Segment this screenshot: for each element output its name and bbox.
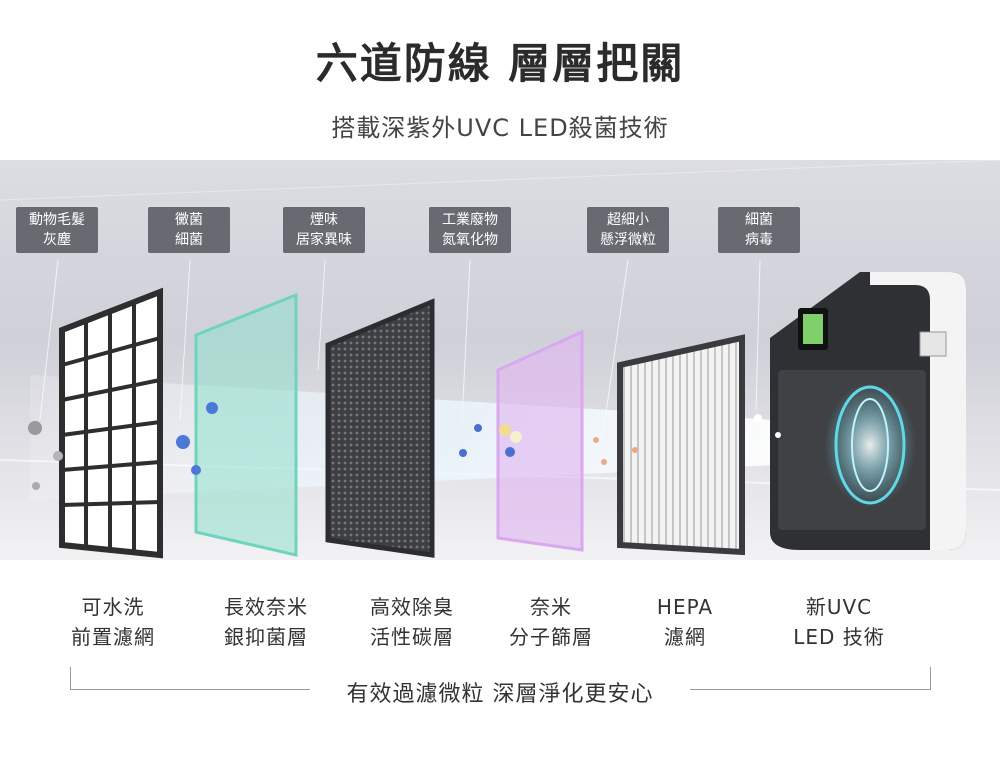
tag-industrial-nox: 工業廢物氮氧化物 bbox=[429, 207, 511, 253]
tag-pet-hair-dust: 動物毛髮灰塵 bbox=[16, 207, 98, 253]
page-subtitle: 搭載深紫外UVC LED殺菌技術 bbox=[331, 114, 669, 142]
silver-layer-graphic bbox=[194, 292, 298, 557]
bracket-left bbox=[70, 667, 71, 690]
tag-guide-lines bbox=[39, 259, 761, 441]
filter-illustration: 動物毛髮灰塵 黴菌細菌 煙味居家異味 工業廢物氮氧化物 超細小懸浮微粒 細菌病毒 bbox=[0, 160, 1000, 560]
tag-fine-particles: 超細小懸浮微粒 bbox=[587, 207, 669, 253]
ceiling-line bbox=[0, 160, 1000, 201]
page-title: 六道防線 層層把關 bbox=[315, 39, 685, 88]
carbon-layer-graphic bbox=[325, 298, 435, 558]
tag-smoke-odor: 煙味居家異味 bbox=[283, 207, 365, 253]
bracket-right bbox=[930, 667, 931, 690]
footer-slogan: 有效過濾微粒 深層淨化更安心 bbox=[346, 682, 654, 707]
pre-filter-graphic bbox=[59, 287, 163, 559]
divider-left bbox=[70, 689, 310, 690]
layer-label-carbon: 高效除臭活性碳層 bbox=[370, 595, 454, 649]
purifier-device-graphic bbox=[770, 272, 966, 550]
layer-label-silver: 長效奈米銀抑菌層 bbox=[224, 595, 308, 649]
particles-graphic bbox=[28, 402, 781, 490]
molecular-layer-graphic bbox=[496, 329, 584, 552]
layer-label-prefilter: 可水洗前置濾網 bbox=[71, 595, 155, 649]
layer-label-molecular: 奈米分子篩層 bbox=[509, 595, 593, 649]
hepa-layer-graphic bbox=[617, 334, 745, 556]
tag-mold-bacteria: 黴菌細菌 bbox=[148, 207, 230, 253]
tag-bacteria-virus: 細菌病毒 bbox=[718, 207, 800, 253]
filter-layers-graphic bbox=[0, 160, 1000, 559]
divider-right bbox=[690, 689, 931, 690]
